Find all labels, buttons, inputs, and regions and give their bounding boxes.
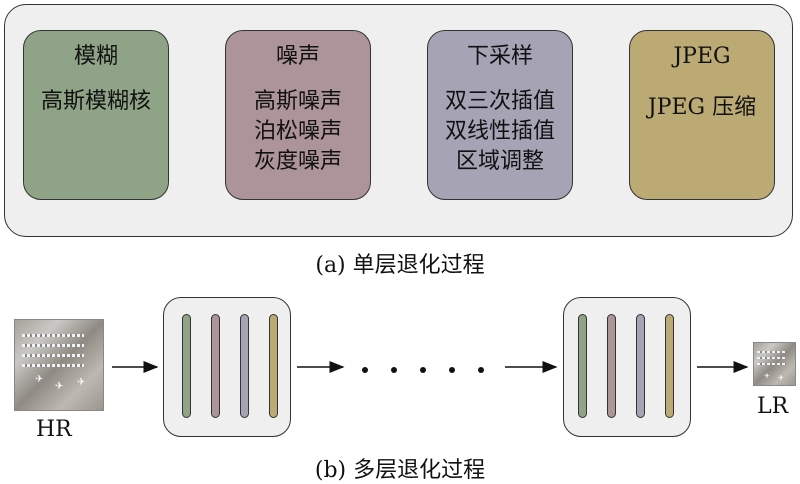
noise-bar bbox=[607, 314, 616, 418]
stage-items: JPEG 压缩 bbox=[630, 93, 774, 123]
downsample-bar bbox=[240, 314, 249, 418]
stage-item: 双线性插值 bbox=[444, 119, 555, 144]
stage-item: JPEG 压缩 bbox=[647, 95, 757, 120]
stage-item: 区域调整 bbox=[455, 149, 544, 174]
stage-items: 高斯模糊核 bbox=[24, 87, 168, 117]
stage-jpeg: JPEG JPEG 压缩 bbox=[629, 30, 775, 200]
stage-title: JPEG bbox=[673, 44, 731, 69]
degradation-block-2 bbox=[563, 297, 691, 437]
stage-noise: 噪声 高斯噪声 泊松噪声 灰度噪声 bbox=[225, 30, 371, 200]
stage-blur: 模糊 高斯模糊核 bbox=[23, 30, 169, 200]
downsample-bar bbox=[636, 314, 645, 418]
ellipsis-dot bbox=[391, 367, 397, 373]
caption-single-layer: (a) 单层退化过程 bbox=[315, 253, 485, 278]
stage-title: 噪声 bbox=[275, 44, 320, 69]
lr-label: LR bbox=[757, 394, 789, 419]
degradation-block-1 bbox=[163, 297, 291, 437]
jpeg-bar bbox=[665, 314, 674, 418]
noise-bar bbox=[211, 314, 220, 418]
jpeg-bar bbox=[269, 314, 278, 418]
blur-bar bbox=[578, 314, 587, 418]
stage-item: 高斯模糊核 bbox=[40, 89, 151, 114]
stage-item: 高斯噪声 bbox=[253, 89, 342, 114]
stage-item: 泊松噪声 bbox=[253, 119, 342, 144]
stage-title: 下采样 bbox=[466, 44, 533, 69]
hr-label: HR bbox=[36, 417, 72, 442]
stage-downsample: 下采样 双三次插值 双线性插值 区域调整 bbox=[427, 30, 573, 200]
blur-bar bbox=[182, 314, 191, 418]
stage-items: 双三次插值 双线性插值 区域调整 bbox=[428, 87, 572, 177]
stage-title: 模糊 bbox=[73, 44, 118, 69]
ellipsis-dot bbox=[420, 367, 426, 373]
ellipsis-dot bbox=[362, 367, 368, 373]
stage-item: 灰度噪声 bbox=[253, 149, 342, 174]
stage-item: 双三次插值 bbox=[444, 89, 555, 114]
stage-items: 高斯噪声 泊松噪声 灰度噪声 bbox=[226, 87, 370, 177]
caption-multi-layer: (b) 多层退化过程 bbox=[314, 458, 486, 483]
ellipsis-dot bbox=[478, 367, 484, 373]
ellipsis-dot bbox=[449, 367, 455, 373]
lr-image: ✈ ✈ bbox=[753, 342, 796, 386]
hr-image: ✈ ✈ ✈ bbox=[14, 319, 104, 411]
